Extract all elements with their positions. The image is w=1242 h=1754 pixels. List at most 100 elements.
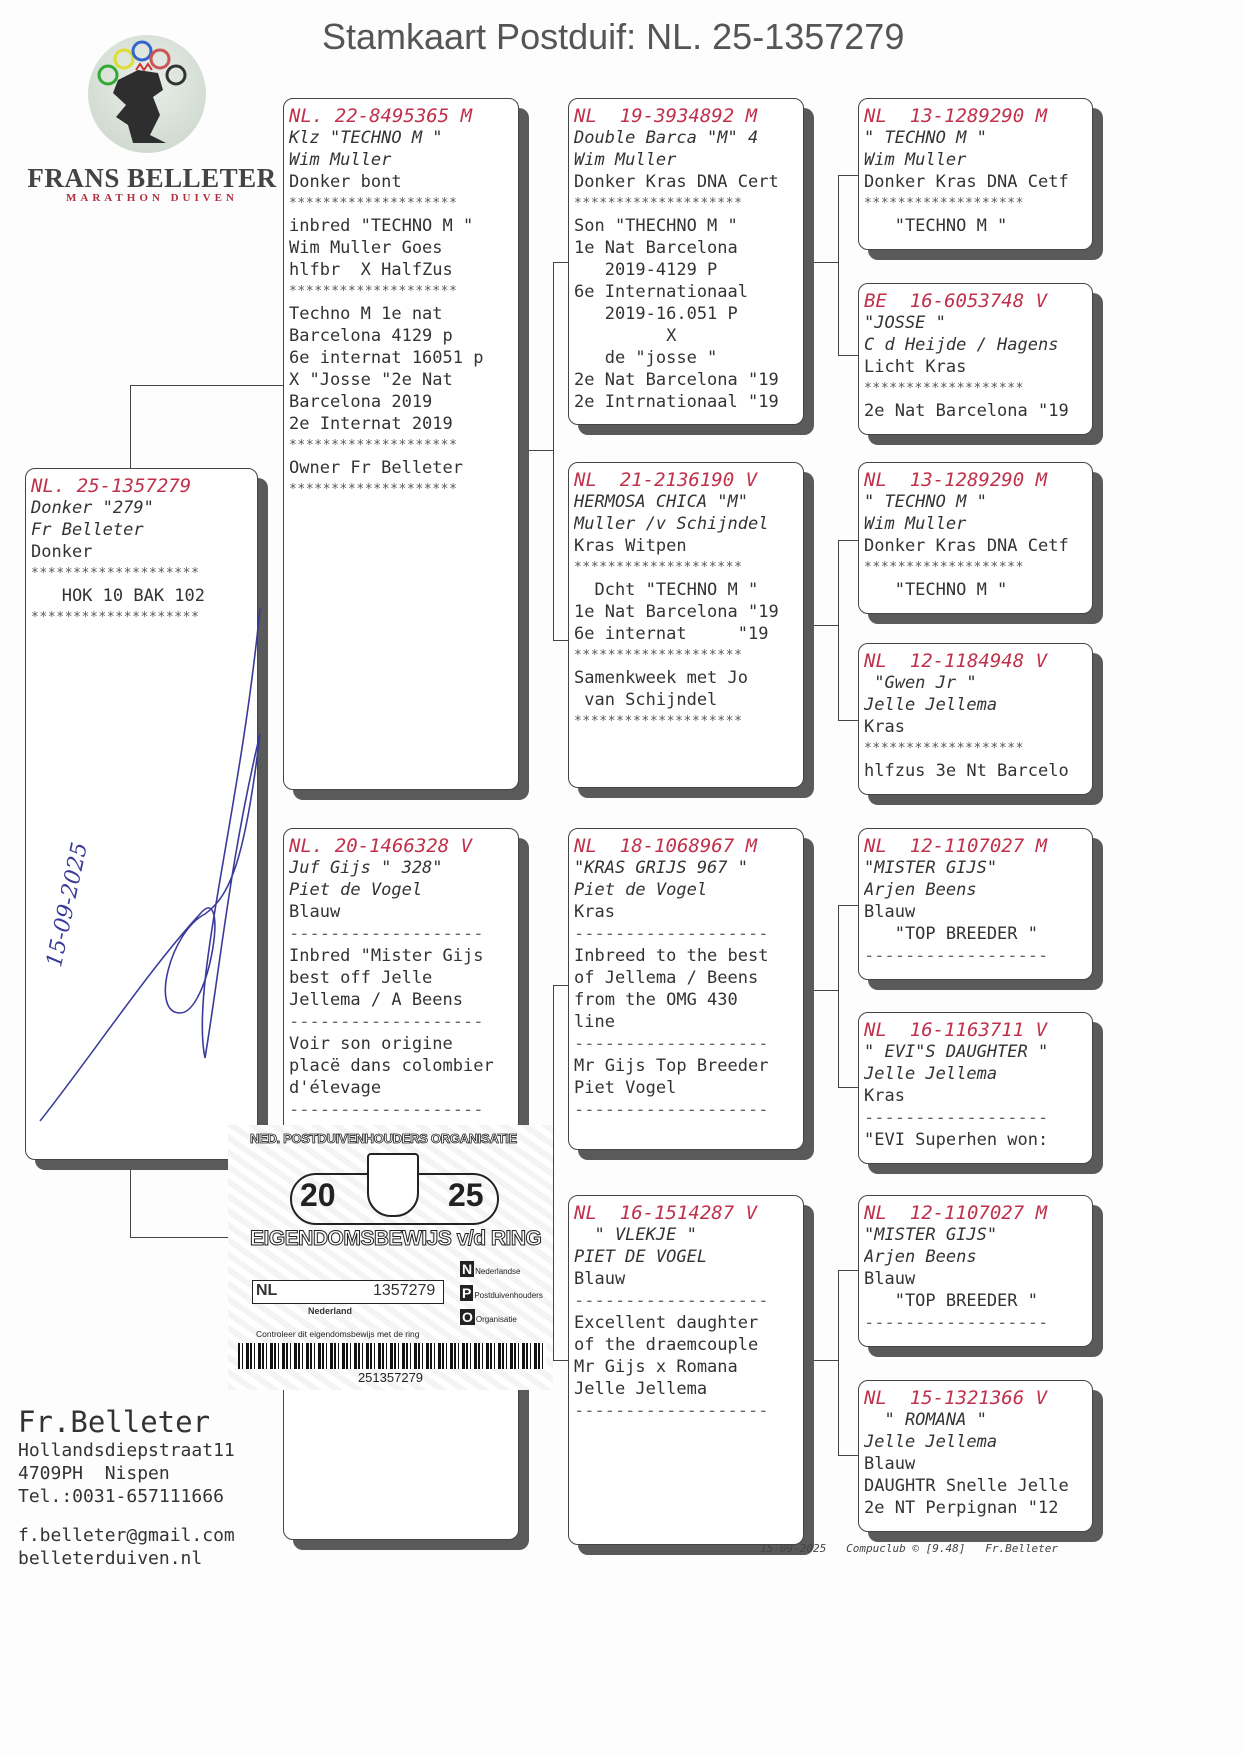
separator: ******************** — [289, 482, 458, 497]
ring-id: NL 15-1321366 V — [864, 1387, 1048, 1409]
connector — [838, 355, 858, 356]
ring-id: BE 16-6053748 V — [864, 290, 1048, 312]
connector — [813, 625, 838, 626]
control-text: Controleer dit eigendomsbewijs met de ri… — [256, 1329, 420, 1339]
pigeon-info-line: Barcelona 4129 p — [289, 326, 453, 346]
pigeon-info-line: HERMOSA CHICA "M" — [574, 492, 748, 512]
separator: ******************** — [289, 284, 458, 299]
pigeon-info-line: "Gwen Jr " — [864, 673, 977, 693]
ring-card-heading: EIGENDOMSBEWIJS v/d RING — [249, 1227, 542, 1251]
ring-card-header: NED. POSTDUIVENHOUDERS ORGANISATIE — [250, 1131, 518, 1147]
pigeon-info-line: Techno M 1e nat — [289, 304, 443, 324]
pigeon-info-line: of the draemcouple — [574, 1335, 759, 1355]
pigeon-info-line: "KRAS GRIJS 967 " — [574, 858, 748, 878]
separator: ******************* — [864, 560, 1025, 575]
connector — [553, 1360, 568, 1361]
pigeon-info-line: " ROMANA " — [864, 1410, 987, 1430]
separator: ------------------- — [574, 1034, 769, 1054]
pigeon-info-line: hlfbr X HalfZus — [289, 260, 453, 280]
pigeon-info-line: placë dans colombier — [289, 1056, 494, 1076]
pigeon-info-line: "MISTER GIJS" — [864, 1225, 998, 1245]
pigeon-info-line: Wim Muller — [574, 150, 677, 170]
pigeon-info-line: Wim Muller — [864, 150, 967, 170]
separator: ------------------- — [289, 1012, 484, 1032]
pigeon-info-line: Blauw — [574, 1269, 626, 1289]
ring-id: NL 21-2136190 V — [574, 469, 758, 491]
pigeon-info-line: "EVI Superhen won: — [864, 1130, 1049, 1150]
pigeon-info-line: Mr Gijs x Romana — [574, 1357, 738, 1377]
pigeon-card-ggp-6[interactable]: NL 16-1163711 V" EVI"S DAUGHTER "Jelle J… — [858, 1012, 1093, 1164]
owner-website[interactable]: belleterduiven.nl — [18, 1548, 203, 1569]
pigeon-info-line: PIET DE VOGEL — [574, 1247, 708, 1267]
pigeon-info-line: "TECHNO M " — [864, 216, 1008, 236]
pigeon-info-line: Barcelona 2019 — [289, 392, 433, 412]
separator: ------------------- — [574, 1401, 769, 1421]
pigeon-info-line: van Schijndel — [574, 690, 718, 710]
connector — [813, 990, 838, 991]
pigeon-info-line: hlfzus 3e Nt Barcelo — [864, 761, 1069, 781]
pigeon-info-line: 2019-16.051 P — [574, 304, 738, 324]
pigeon-info-line: Klz "TECHNO M " — [289, 128, 443, 148]
connector — [838, 1087, 858, 1088]
brand-name: FRANS BELLETER — [27, 163, 277, 193]
pigeon-info-line: Blauw — [864, 902, 916, 922]
connector — [130, 385, 131, 468]
pigeon-info-line: Kras — [574, 902, 615, 922]
pigeon-info-line: X "Josse "2e Nat — [289, 370, 453, 390]
pigeon-card-dam-sire[interactable]: NL 18-1068967 M"KRAS GRIJS 967 "Piet de … — [568, 828, 804, 1150]
pigeon-info-line: "TOP BREEDER " — [864, 1291, 1038, 1311]
pigeon-info-line: Kras — [864, 717, 905, 737]
pigeon-info-line: Donker Kras DNA Cert — [574, 172, 779, 192]
pigeon-info-line: Arjen Beens — [864, 1247, 977, 1267]
pigeon-info-line: 2e Nat Barcelona "19 — [864, 401, 1069, 421]
separator: ------------------ — [864, 946, 1049, 966]
connector — [838, 1270, 858, 1271]
ring-year-left: 20 — [300, 1177, 336, 1213]
separator: ******************** — [31, 566, 200, 581]
separator: ******************* — [864, 381, 1025, 396]
pigeon-info-line: 2e NT Perpignan "12 — [864, 1498, 1059, 1518]
separator: ------------------- — [574, 924, 769, 944]
pigeon-info-line: "JOSSE " — [864, 313, 946, 333]
footer: 15-09-2025 Compuclub © [9.48] Fr.Bellete… — [760, 1542, 1058, 1555]
signature — [39, 607, 261, 1122]
ring-id: NL 16-1163711 V — [864, 1019, 1048, 1041]
pigeon-info-line: Donker Kras DNA Cetf — [864, 172, 1069, 192]
pigeon-info-line: " TECHNO M " — [864, 128, 987, 148]
pigeon-info-line: Donker bont — [289, 172, 402, 192]
separator: ******************** — [289, 438, 458, 453]
owner-email[interactable]: f.belleter@gmail.com — [18, 1525, 235, 1546]
connector — [838, 905, 839, 1087]
lion-icon — [97, 40, 187, 143]
connector — [838, 540, 858, 541]
pigeon-info-line: Blauw — [864, 1454, 916, 1474]
pigeon-info-line: Inbred "Mister Gijs — [289, 946, 484, 966]
separator: ------------------ — [864, 1108, 1049, 1128]
owner-name: Fr.Belleter — [18, 1405, 211, 1439]
pigeon-info-line: Son "THECHNO M " — [574, 216, 738, 236]
connector — [130, 1170, 131, 1237]
separator: ------------------- — [574, 1100, 769, 1120]
logo: FRANS BELLETER MARATHON DUIVEN — [22, 35, 282, 210]
pigeon-card-ggp-2[interactable]: BE 16-6053748 V"JOSSE "C d Heijde / Hage… — [858, 283, 1093, 435]
separator: ******************** — [574, 560, 743, 575]
connector — [838, 540, 839, 720]
pigeon-info-line: Jelle Jellema — [864, 1064, 998, 1084]
pigeon-info-line: Excellent daughter — [574, 1313, 759, 1333]
ring-id: NL 16-1514287 V — [574, 1202, 758, 1224]
pigeon-info-line: Piet de Vogel — [289, 880, 423, 900]
pigeon-info-line: line — [574, 1012, 615, 1032]
